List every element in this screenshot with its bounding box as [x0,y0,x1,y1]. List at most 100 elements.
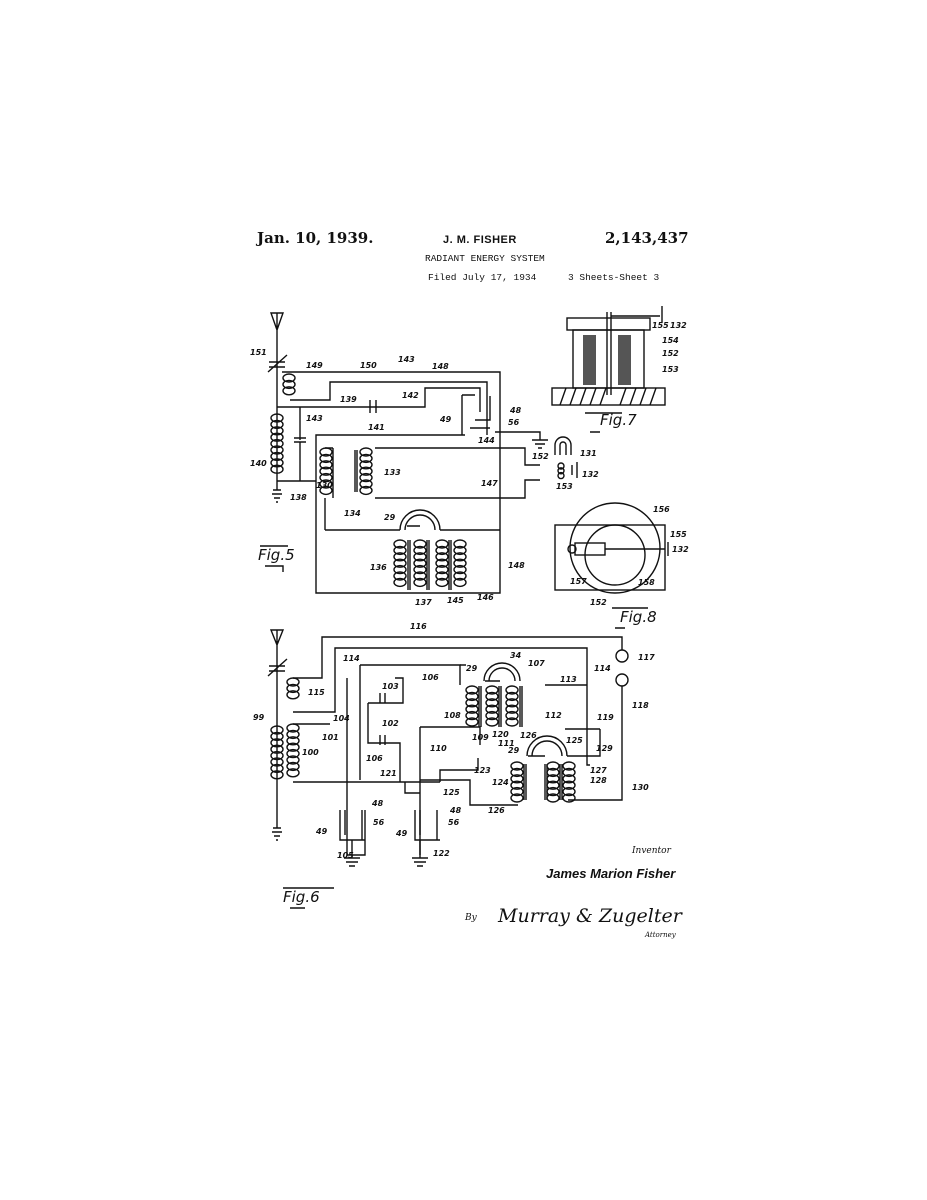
wire-129 [567,729,601,757]
coil-winding [562,780,576,790]
capacitor-143 [277,407,316,482]
wire-148-150 [282,371,501,594]
coil-winding [413,558,427,568]
label: 157 [570,577,587,586]
label: 152 [662,349,679,358]
coil-winding [453,571,467,581]
coil-winding [510,780,524,790]
label: 140 [250,459,267,468]
ground-icon [272,827,282,841]
label: 153 [556,482,573,491]
coil-winding [546,767,560,778]
label: 56 [448,818,460,827]
transformer-108-112 [478,686,523,727]
coil-winding [270,464,284,474]
coil-winding [562,793,576,803]
coil-winding [270,757,284,767]
coil-winding [270,738,284,748]
coil-winding [319,479,333,489]
coil-winding [485,698,499,708]
coil-winding [286,683,300,694]
label: 48 [371,799,384,808]
coil-winding [453,545,467,556]
lamp-117-a [615,649,629,663]
coil-winding [465,691,479,702]
coil-winding [485,691,499,702]
coil-winding [270,744,284,754]
label: 34 [510,651,522,660]
label: 116 [410,622,427,631]
lamp-29-top [483,662,521,682]
coil-winding [270,731,284,742]
fig8-caption: Fig.8 [620,608,657,626]
fig6-caption: Fig.6 [283,888,320,906]
coil-winding [435,545,449,556]
coil-winding [546,774,560,784]
lamp-117-b [615,673,629,687]
label: 128 [590,776,607,785]
inventor-header: J. M. FISHER [443,234,517,246]
label: 130 [316,481,333,490]
coil-winding [270,451,284,462]
fig5-caption: Fig.5 [258,546,295,564]
wire-116-118-130 [293,636,623,801]
tube-48-49-56 [461,394,548,449]
attorney-signature: Murray & Zugelter [497,905,684,927]
coil-winding [286,736,300,746]
coil-winding [413,539,427,549]
tube-122 [412,810,440,867]
coil-winding [465,704,479,714]
label: 126 [520,731,537,740]
transformer-136-145-146 [324,498,452,590]
variable-capacitor [267,658,288,677]
coil-winding [319,460,333,470]
label: 115 [308,688,325,697]
label: 109 [472,733,489,742]
bar-157 [574,542,606,556]
coil-winding [453,558,467,568]
coil-winding [510,767,524,778]
figure-8-relay-top: Fig.8 156 155 132 157 158 152 [554,502,689,629]
variable-capacitor-151 [267,354,288,373]
label: 122 [433,849,450,858]
label: 56 [373,818,385,827]
coil-winding [485,717,499,727]
label: 133 [384,468,401,477]
coil-winding [562,767,576,778]
coil-winding [505,691,519,702]
coil-winding [286,723,300,733]
coil-winding [435,577,449,588]
caption-underline [585,412,622,433]
coil-winding [359,460,373,470]
coil-winding [393,577,407,588]
coil-winding [359,453,373,464]
label: 119 [597,713,614,722]
label: 141 [368,423,385,432]
coil-left [583,335,596,385]
label: 125 [566,736,583,745]
coil-winding [453,577,467,588]
coil-winding [557,471,565,480]
coil-winding [359,466,373,476]
coil-winding [465,710,479,721]
coil-winding [562,774,576,784]
transformer-core-134 [332,448,358,498]
coil-winding [413,545,427,556]
ground-icon [272,489,282,503]
coil-winding [286,677,300,687]
coil-winding [435,564,449,575]
coil-winding [286,768,300,778]
coil-winding [557,467,565,475]
label: 48 [509,406,522,415]
label: 49 [395,829,408,838]
label: 110 [430,744,447,753]
coil-winding [453,552,467,562]
coil-winding [359,485,373,496]
label: 152 [532,452,549,461]
label: 105 [337,851,354,860]
label: 29 [466,664,478,673]
label: 100 [302,748,319,757]
patent-title: RADIANT ENERGY SYSTEM [425,253,545,264]
label: 127 [590,766,607,775]
wire-113-119 [460,664,600,730]
